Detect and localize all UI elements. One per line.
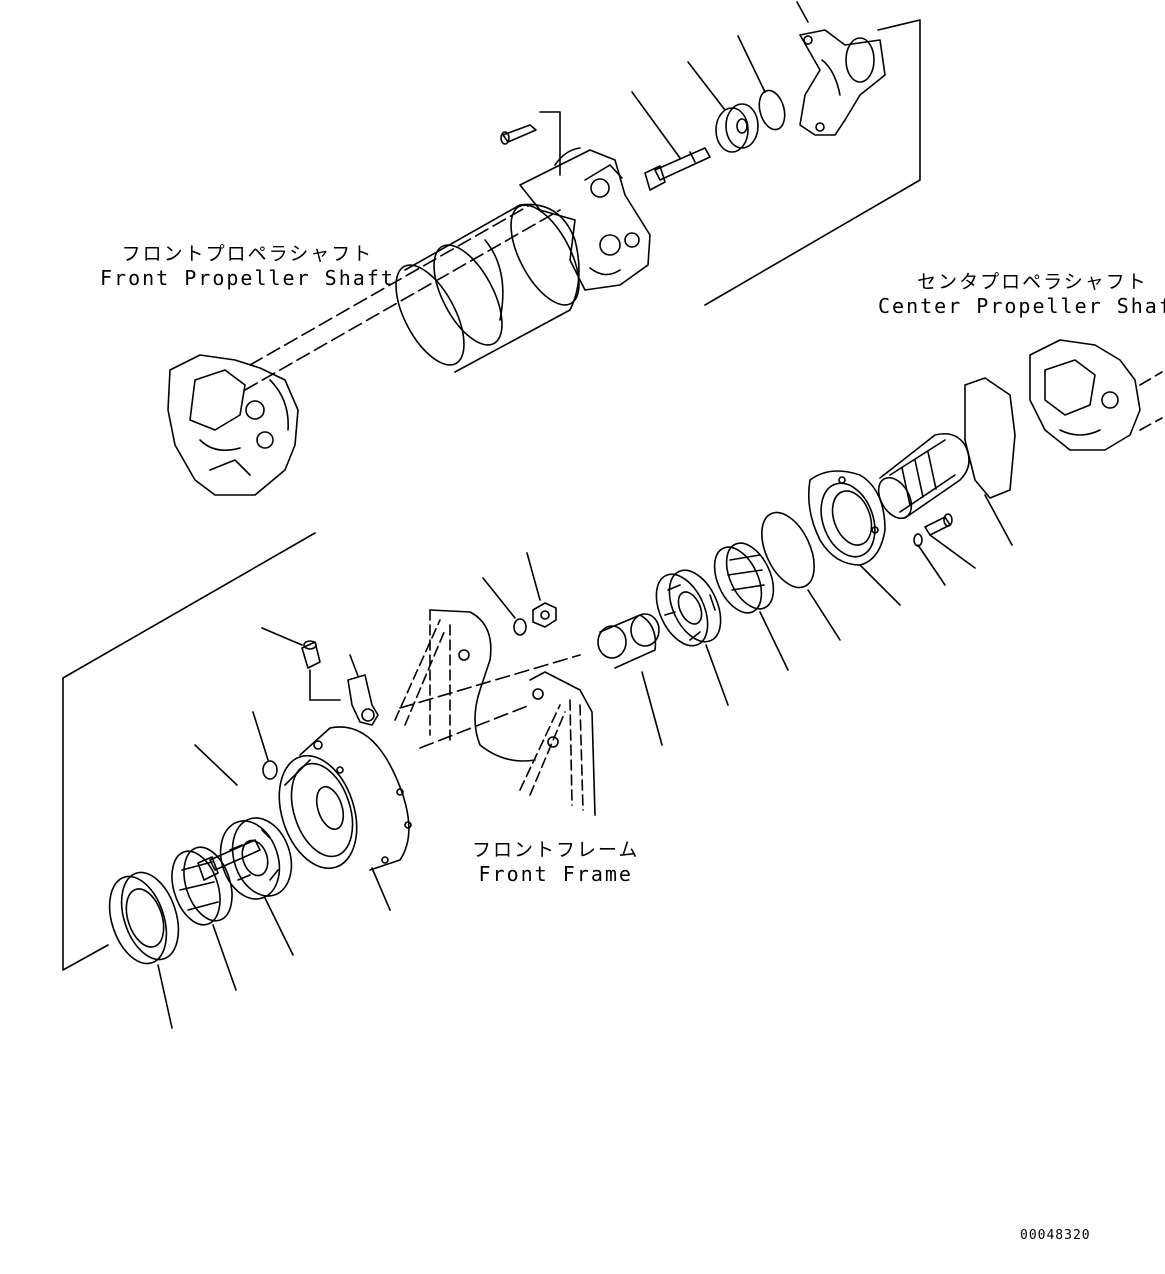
o-ring-right: [751, 504, 840, 640]
flange-yoke-shaft: [872, 378, 1015, 545]
small-bolt-right: [925, 514, 975, 568]
lock-plate: [348, 655, 378, 725]
seal-cover-plate: [809, 471, 900, 605]
label-center-propeller-shaft-jp: センタプロペラシャフト: [917, 271, 1148, 293]
upper-group-frame: [245, 20, 920, 390]
yoke-upper: [797, 2, 885, 135]
sleeve-collar: [598, 614, 662, 745]
label-front-propeller-shaft: フロントプロペラシャフト Front Propeller Shaft: [100, 242, 395, 290]
small-washer-nut: [483, 578, 526, 635]
label-front-frame-en: Front Frame: [478, 862, 633, 886]
small-washer-right: [914, 534, 945, 585]
roller-bearing-lower: [211, 810, 301, 955]
bearing-race-right: [705, 536, 788, 670]
bearing-race-lower: [163, 841, 240, 990]
roller-bearing-right: [646, 562, 731, 705]
oil-seal-lower: [99, 865, 188, 1028]
label-front-frame-jp: フロントフレーム: [472, 839, 640, 861]
lower-group-frame: [63, 533, 580, 970]
thick-washer: [688, 62, 758, 152]
label-front-frame: フロントフレーム Front Frame: [472, 838, 639, 886]
center-propeller-shaft-joint: [1030, 340, 1162, 450]
yoke-bolt: [632, 92, 710, 190]
hex-nut: [527, 553, 556, 627]
universal-joint-upper: [520, 148, 650, 290]
label-front-propeller-shaft-jp: フロントプロペラシャフト: [121, 243, 374, 265]
bearing-housing: [266, 727, 411, 910]
grease-fitting: [262, 628, 340, 700]
small-washer-lower: [253, 712, 277, 779]
universal-joint-lower: [168, 355, 298, 495]
label-center-propeller-shaft: センタプロペラシャフト Center Propeller Shaft: [878, 270, 1165, 318]
front-frame-bracket: [395, 610, 595, 815]
o-ring-upper: [738, 36, 789, 132]
upper-small-bolt: [501, 125, 536, 144]
label-center-propeller-shaft-en: Center Propeller Shaft: [878, 294, 1165, 318]
front-propeller-shaft: [382, 195, 593, 376]
label-front-propeller-shaft-en: Front Propeller Shaft: [100, 266, 395, 290]
drawing-number: 00048320: [1020, 1228, 1091, 1243]
